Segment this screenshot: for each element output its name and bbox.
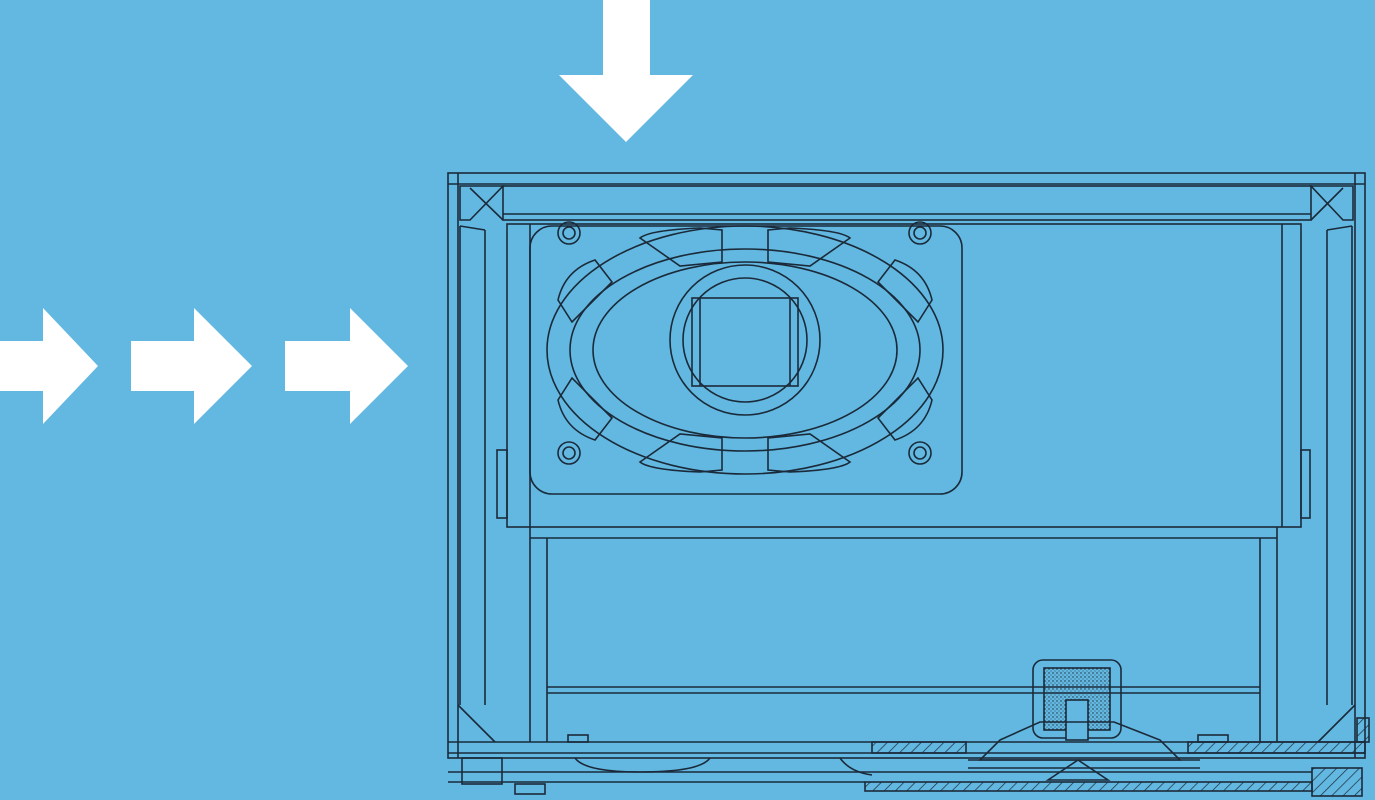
- arrow-right-icon: [0, 308, 98, 424]
- base-plate: [448, 717, 1370, 797]
- arrow-down-icon: [559, 0, 693, 142]
- lower-compartment: [529, 527, 1278, 743]
- arrow-right-icon: [131, 308, 252, 424]
- shock-mount-foot: [978, 659, 1182, 781]
- speaker-mount-panel: [496, 223, 1311, 528]
- loudspeaker: [546, 221, 944, 475]
- arrow-right-icon: [285, 308, 408, 424]
- arrows: [0, 0, 693, 424]
